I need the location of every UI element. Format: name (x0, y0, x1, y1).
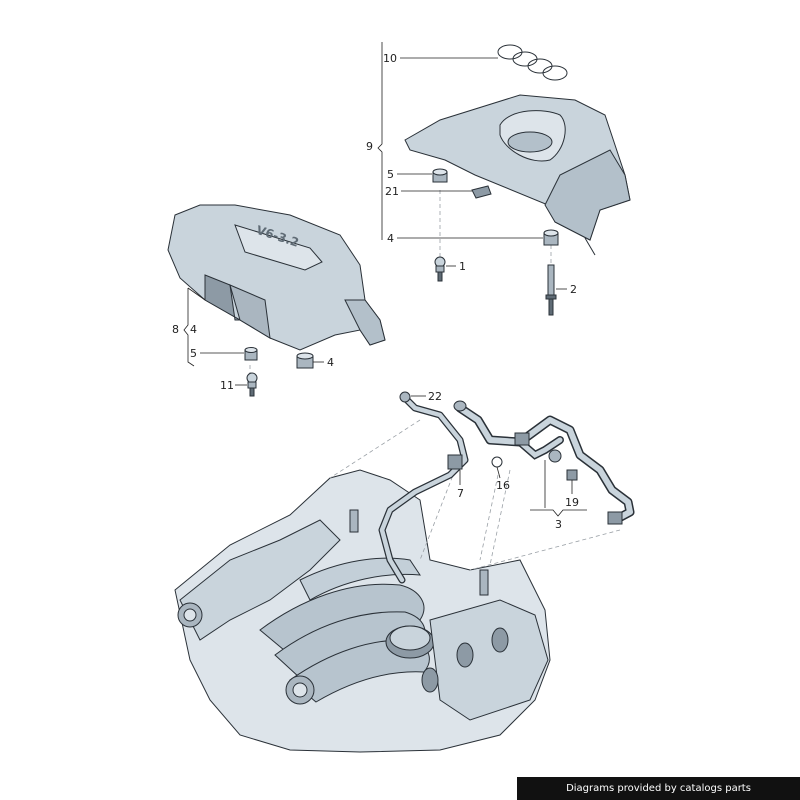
callout-5a: 5 (387, 168, 394, 181)
callout-19: 19 (565, 496, 579, 509)
callout-2: 2 (570, 283, 577, 296)
callout-21: 21 (385, 185, 399, 198)
grommet-upper[interactable] (432, 168, 448, 183)
callouts: 10 9 5 21 4 1 2 8 4 5 4 11 22 7 16 19 (172, 42, 587, 531)
stud-2[interactable] (545, 264, 557, 316)
callout-7: 7 (457, 487, 464, 500)
callout-11: 11 (220, 379, 234, 392)
callout-10: 10 (383, 52, 397, 65)
clip-21[interactable] (471, 185, 492, 199)
bush-lower[interactable] (296, 352, 314, 369)
callout-1: 1 (459, 260, 466, 273)
callout-3: 3 (555, 518, 562, 531)
hose-assembly-3[interactable] (453, 400, 635, 525)
ball-stud-1[interactable] (434, 256, 446, 282)
credit-banner: Diagrams provided by catalogs parts (517, 777, 800, 800)
bush-upper[interactable] (543, 229, 559, 246)
assembly-lines (249, 190, 621, 571)
engine-block (174, 469, 551, 753)
callout-5b: 5 (190, 347, 197, 360)
ball-stud-11[interactable] (246, 372, 258, 397)
breather-hose-7[interactable] (378, 391, 469, 584)
clamp-19[interactable] (566, 469, 578, 481)
callout-9: 9 (366, 140, 373, 153)
rings-emblem[interactable] (497, 44, 568, 81)
engine-cover-upper[interactable] (404, 94, 631, 256)
callout-8: 8 (172, 323, 179, 336)
callout-4a: 4 (387, 232, 394, 245)
callout-4c: 4 (327, 356, 334, 369)
seal-16[interactable] (491, 456, 503, 468)
callout-22: 22 (428, 390, 442, 403)
callout-16: 16 (496, 479, 510, 492)
engine-cover-left[interactable]: V6-3.2 (167, 204, 386, 351)
callout-4b: 4 (190, 323, 197, 336)
grommet-lower[interactable] (244, 347, 258, 361)
